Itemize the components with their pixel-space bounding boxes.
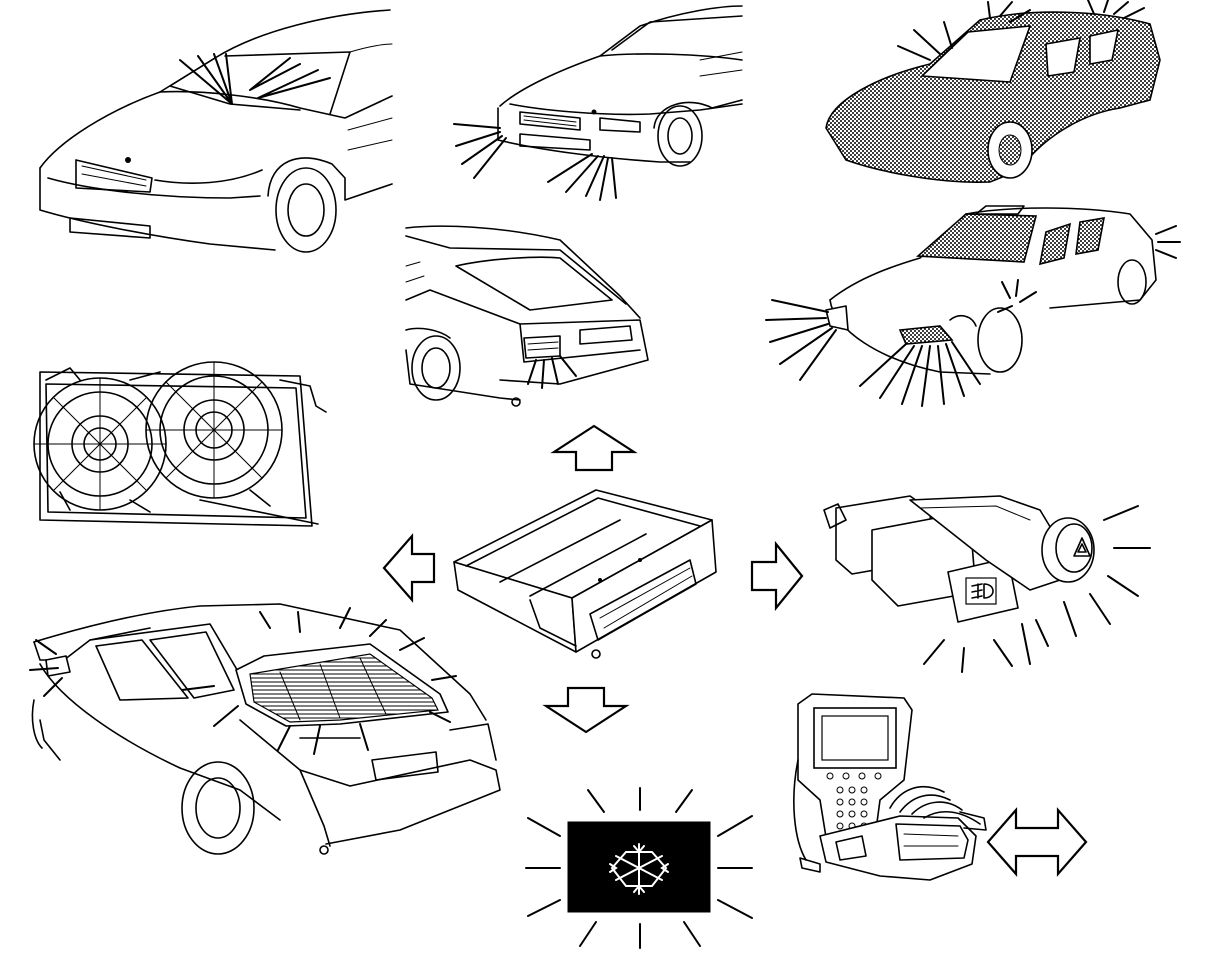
cooling-fan-assembly-illustration — [33, 361, 327, 527]
dashboard-switches-illustration — [823, 495, 1151, 673]
car-shaded-body-illustration — [825, 0, 1161, 184]
hazard-triangle-icon — [1073, 537, 1091, 557]
arrow-down-icon — [542, 686, 630, 734]
ac-indicator-illustration — [525, 787, 753, 949]
snowflake-icon — [609, 843, 669, 895]
arrow-right-icon — [750, 540, 804, 612]
double-arrow-icon — [986, 807, 1088, 877]
arrow-up-icon — [550, 424, 638, 472]
car-side-lights-illustration — [765, 205, 1181, 407]
car-rear-lights-illustration — [405, 225, 649, 407]
fog-light-symbol-icon — [971, 583, 994, 599]
car-rear-defroster-illustration — [29, 603, 501, 855]
car-front-lights-illustration — [453, 5, 743, 201]
car-windshield-wiper-illustration — [39, 9, 393, 253]
diagnostic-tester-illustration — [793, 693, 987, 881]
control-module-icon — [453, 489, 717, 659]
arrow-left-icon — [382, 533, 436, 603]
